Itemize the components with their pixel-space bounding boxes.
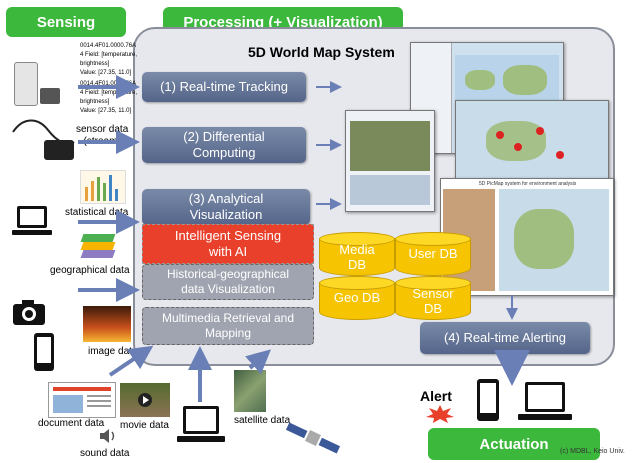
readout-1-line4: Value: [27.35, 11.0] bbox=[80, 70, 132, 76]
satellite-image-thumbnail bbox=[234, 370, 266, 412]
user-db: User DB bbox=[395, 232, 471, 276]
laptop-center-icon bbox=[177, 406, 225, 442]
historical-line1: Historical-geographical bbox=[166, 267, 290, 281]
laptop-icon bbox=[12, 206, 52, 235]
actuation-label: Actuation bbox=[479, 435, 549, 453]
historical-visualization-box: Historical-geographical data Visualizati… bbox=[142, 264, 314, 300]
movie-thumbnail bbox=[120, 383, 170, 417]
ai-sensing-line2: with AI bbox=[208, 244, 248, 259]
step-realtime-alerting: (4) Real-time Alerting bbox=[420, 322, 590, 354]
smartphone-icon bbox=[34, 333, 54, 371]
statistical-chart-thumbnail bbox=[80, 170, 126, 204]
sensor-readout-2: 0014.4F01.0000.76A 4 Field: [temperature… bbox=[80, 80, 137, 116]
ai-sensing-box: Intelligent Sensing with AI bbox=[142, 224, 314, 264]
picmap-screenshot: 5D PicMap system for environment analysi… bbox=[440, 178, 614, 296]
sensor-data-line1: sensor data bbox=[76, 124, 129, 135]
media-db-line1: Media bbox=[339, 242, 375, 257]
credit-text: (c) MDBL, Keio Univ. bbox=[560, 448, 625, 455]
statistical-data-label: statistical data bbox=[65, 207, 129, 218]
step-analytical-visualization: (3) Analytical Visualization bbox=[142, 189, 310, 225]
geographical-data-label: geographical data bbox=[50, 265, 130, 276]
document-data-label: document data bbox=[38, 418, 105, 429]
sensing-header: Sensing bbox=[6, 7, 126, 37]
picmap-caption: 5D PicMap system for environment analysi… bbox=[479, 181, 577, 187]
speaker-icon bbox=[100, 429, 115, 443]
sensor-db-line2: DB bbox=[423, 301, 443, 316]
multimedia-line1: Multimedia Retrieval and bbox=[161, 311, 295, 325]
step-realtime-tracking-label: (1) Real-time Tracking bbox=[160, 79, 288, 94]
satellite-icon bbox=[285, 422, 341, 454]
readout-2-line4: Value: [27.35, 11.0] bbox=[80, 108, 132, 114]
user-db-label: User DB bbox=[408, 246, 458, 261]
readout-2-line2: 4 Field: [temperature, bbox=[80, 90, 138, 96]
sensor-db-line1: Sensor bbox=[412, 286, 454, 301]
sensor-box-icon bbox=[40, 88, 60, 104]
step-differential-computing: (2) Differential Computing bbox=[142, 127, 306, 163]
media-db-line2: DB bbox=[347, 257, 367, 272]
actuation-box: Actuation bbox=[428, 428, 600, 460]
multimedia-line2: Mapping bbox=[204, 326, 252, 340]
geo-db-label: Geo DB bbox=[333, 290, 381, 305]
sensor-readout-1: 0014.4F01.0000.76A 4 Field: [temperature… bbox=[80, 42, 137, 78]
sound-data-label: sound data bbox=[80, 448, 130, 459]
camera-icon bbox=[13, 300, 45, 325]
step-differential-line2: Computing bbox=[192, 145, 256, 160]
image-data-label: image data bbox=[88, 346, 138, 357]
movie-data-label: movie data bbox=[120, 420, 169, 431]
satellite-data-label: satellite data bbox=[234, 415, 291, 426]
system-title: 5D World Map System bbox=[248, 44, 395, 60]
geo-db: Geo DB bbox=[319, 276, 395, 320]
thermometer-display-icon bbox=[44, 140, 74, 160]
alert-label: Alert bbox=[420, 388, 452, 404]
historical-line2: data Visualization bbox=[181, 282, 275, 296]
readout-2-line1: 0014.4F01.0000.76A bbox=[80, 81, 137, 87]
map-screenshot-middle bbox=[345, 110, 435, 212]
multimedia-retrieval-box: Multimedia Retrieval and Mapping bbox=[142, 307, 314, 345]
step-analytical-line2: Visualization bbox=[189, 207, 263, 222]
ai-sensing-line1: Intelligent Sensing bbox=[174, 228, 282, 243]
weather-sensor-icon bbox=[14, 62, 38, 106]
play-icon bbox=[138, 393, 152, 407]
alert-phone-icon bbox=[477, 379, 499, 421]
sensor-data-line2: (stream) bbox=[83, 136, 121, 147]
alert-laptop-icon bbox=[518, 382, 572, 420]
readout-2-line3: brightness] bbox=[80, 99, 110, 105]
readout-1-line2: 4 Field: [temperature, bbox=[80, 52, 138, 58]
alert-burst-icon bbox=[426, 405, 454, 423]
sensing-header-label: Sensing bbox=[36, 13, 96, 31]
sensor-cable-icon bbox=[12, 119, 75, 145]
geographical-thumbnail bbox=[78, 228, 118, 260]
readout-1-line1: 0014.4F01.0000.76A bbox=[80, 43, 137, 49]
document-thumbnail bbox=[48, 382, 116, 418]
fire-image-thumbnail bbox=[83, 306, 131, 342]
step-realtime-tracking: (1) Real-time Tracking bbox=[142, 72, 306, 102]
step-differential-line1: (2) Differential bbox=[183, 129, 265, 144]
step-realtime-alerting-label: (4) Real-time Alerting bbox=[443, 330, 567, 345]
sensor-data-label: sensor data (stream) bbox=[76, 124, 128, 148]
readout-1-line3: brightness] bbox=[80, 61, 110, 67]
processing-header-label: Processing (+ Visualization) bbox=[183, 13, 383, 31]
step-analytical-line1: (3) Analytical bbox=[188, 191, 264, 206]
